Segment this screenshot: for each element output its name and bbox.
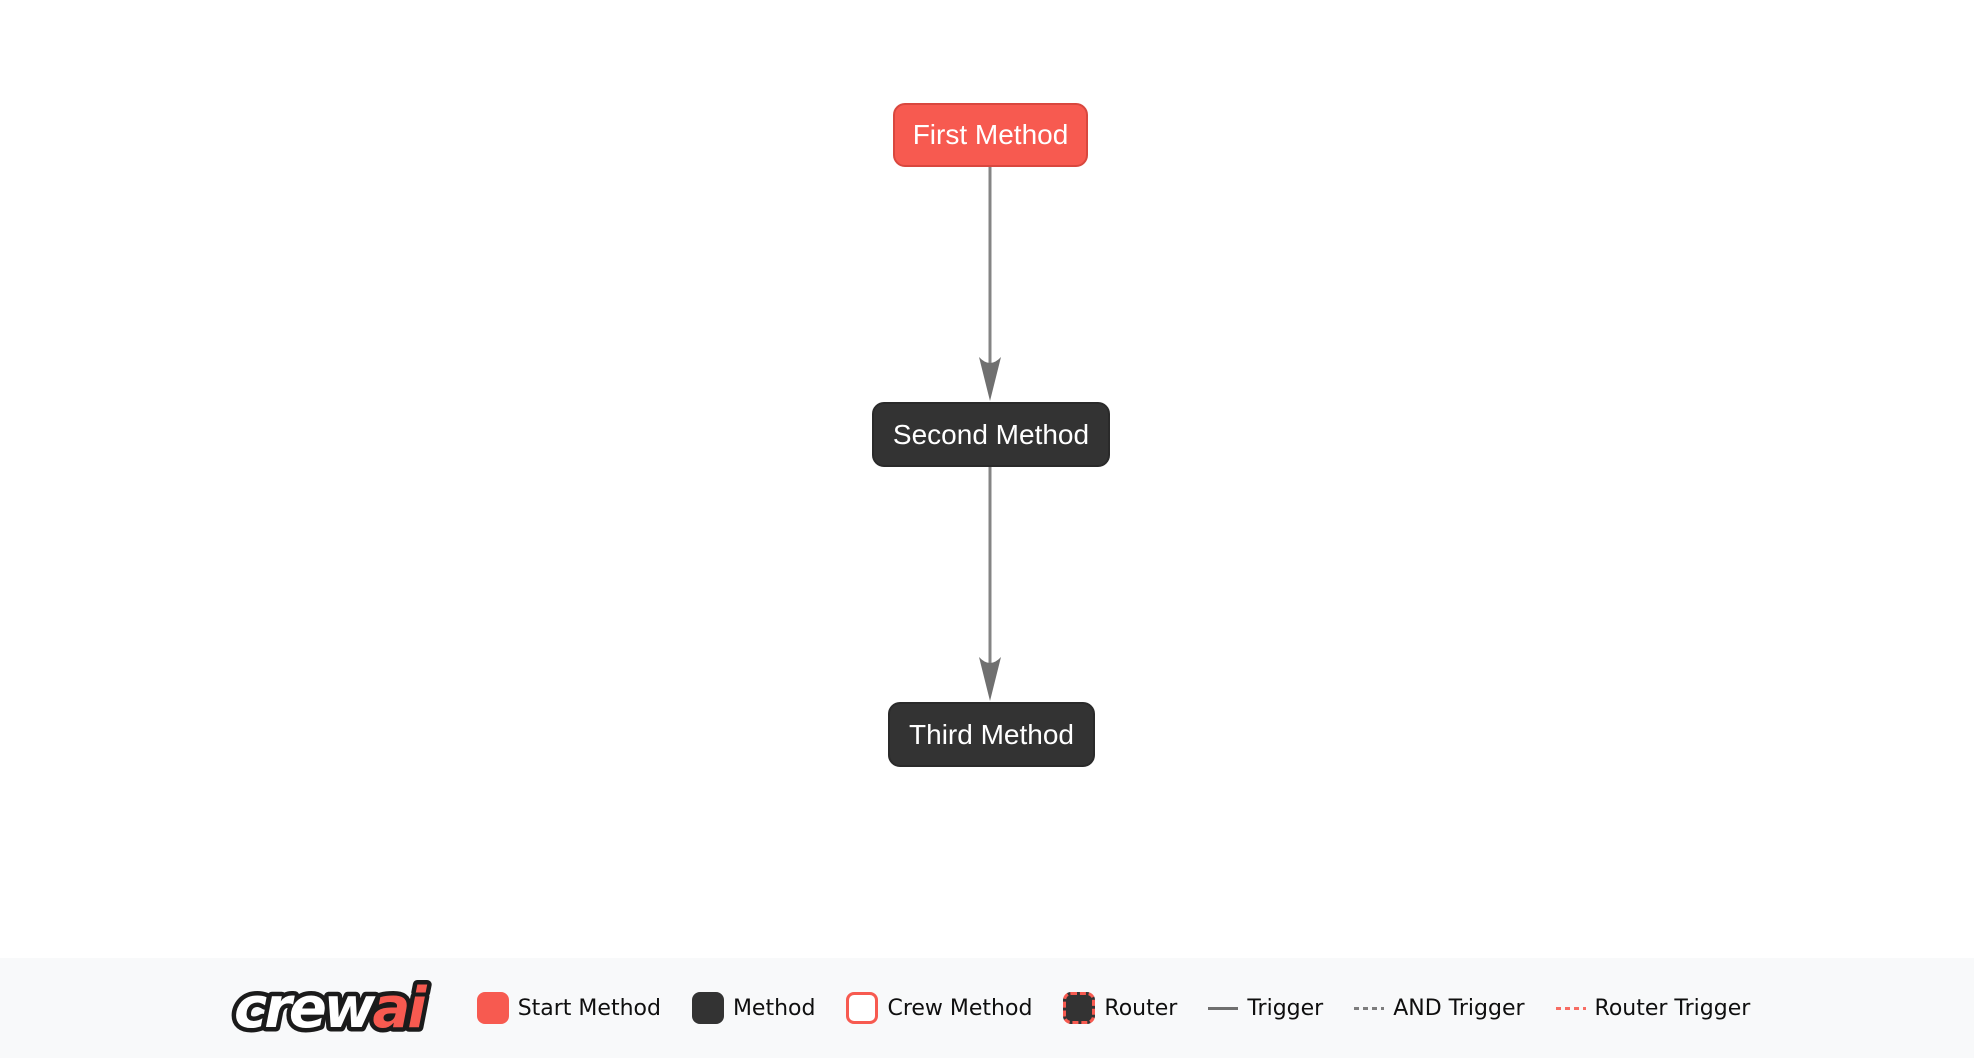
logo-text-crew: crew	[234, 976, 376, 1041]
legend-label: Crew Method	[887, 995, 1033, 1021]
crew-method-swatch-icon	[846, 992, 879, 1024]
flow-node-second-method[interactable]: Second Method	[872, 402, 1110, 467]
legend-bar: crewai Start Method Method Crew Method R…	[0, 958, 1974, 1058]
legend-label: Start Method	[517, 995, 661, 1021]
arrowhead-icon	[979, 357, 1001, 401]
trigger-edge-first-to-second	[979, 167, 1001, 401]
legend-item-and-trigger: AND Trigger	[1354, 995, 1525, 1021]
legend-label: AND Trigger	[1393, 995, 1525, 1021]
legend-item-method: Method	[691, 992, 816, 1024]
and-trigger-line-icon	[1354, 1006, 1385, 1010]
node-label: First Method	[912, 119, 1069, 150]
legend-label: Router Trigger	[1594, 995, 1751, 1021]
legend-item-trigger: Trigger	[1208, 996, 1323, 1021]
legend-label: Trigger	[1247, 995, 1324, 1021]
legend-label: Router	[1104, 995, 1178, 1021]
trigger-edge-second-to-third	[979, 467, 1001, 701]
router-swatch-icon	[1063, 992, 1096, 1024]
logo-text-ai: ai	[372, 976, 427, 1041]
method-swatch-icon	[691, 992, 724, 1024]
legend-item-router-trigger: Router Trigger	[1555, 995, 1751, 1021]
legend-item-start-method: Start Method	[476, 992, 661, 1024]
legend-label: Method	[732, 995, 816, 1021]
router-trigger-line-icon	[1555, 1006, 1586, 1010]
flow-canvas[interactable]: First Method Second Method Third Method	[0, 0, 1974, 958]
flow-node-third-method[interactable]: Third Method	[888, 702, 1095, 767]
legend-item-router: Router	[1063, 992, 1177, 1024]
svg-text:crewai: crewai	[234, 976, 427, 1041]
legend-item-crew-method: Crew Method	[846, 992, 1032, 1024]
node-label: Third Method	[909, 718, 1074, 750]
node-label: Second Method	[892, 418, 1090, 450]
flow-node-first-method[interactable]: First Method	[893, 103, 1088, 167]
arrowhead-icon	[979, 657, 1001, 701]
trigger-line-icon	[1208, 1006, 1239, 1010]
crewai-logo: crewai	[229, 972, 434, 1046]
start-method-swatch-icon	[476, 992, 509, 1024]
